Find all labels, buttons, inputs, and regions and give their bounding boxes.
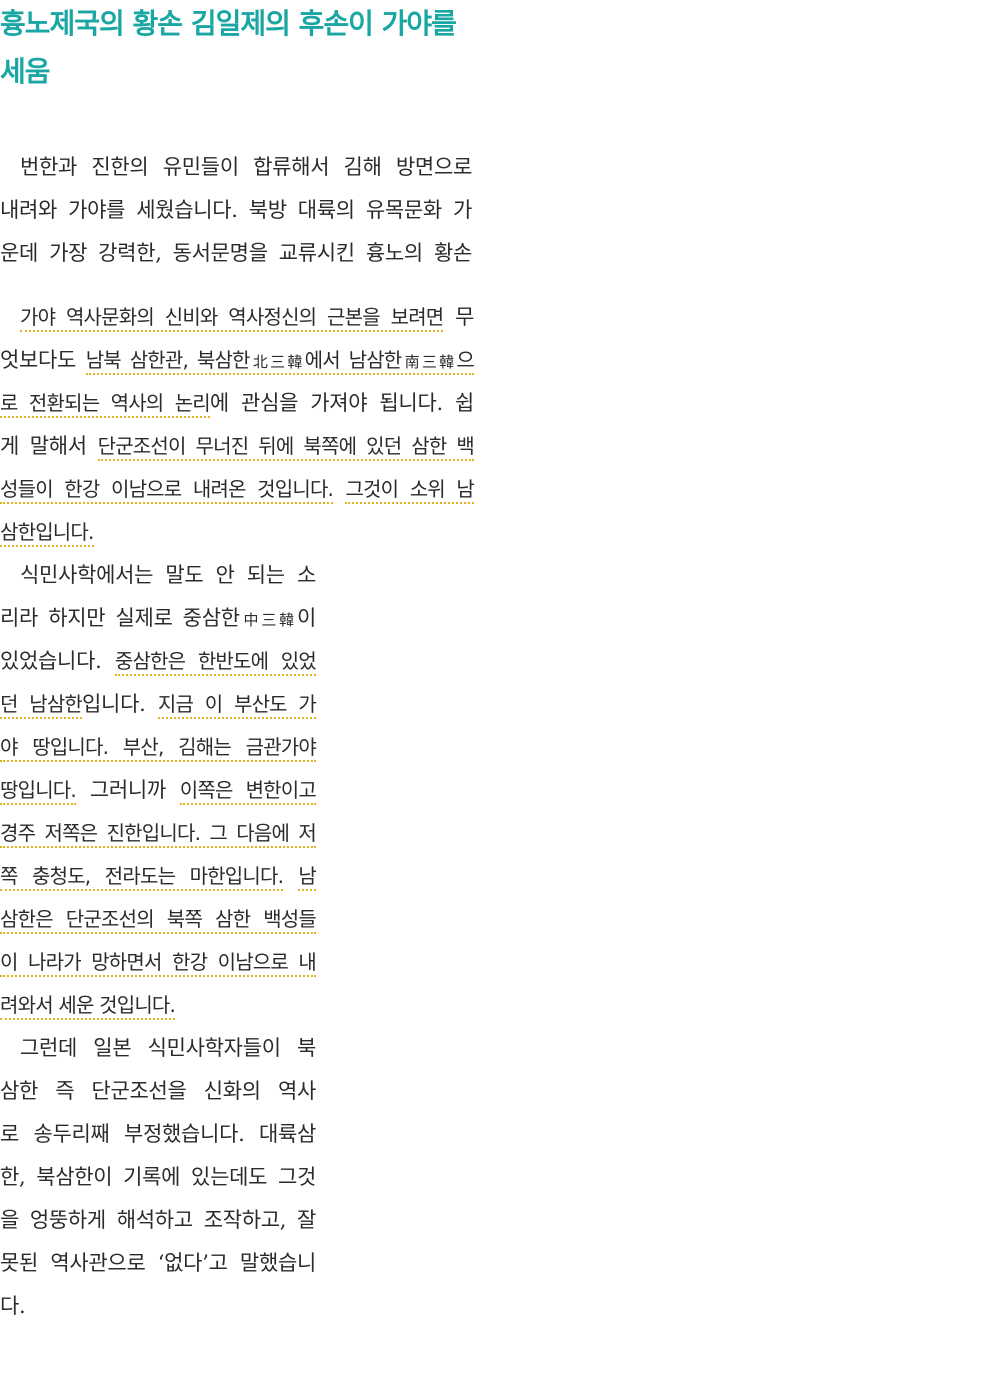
- text-line: 못된 역사관으로 ‘없다’고 말했습니: [0, 1251, 316, 1275]
- text-line: 이 나라가 망하면서 한강 이남으로 내: [0, 941, 317, 984]
- highlighted-text: 남: [298, 864, 317, 891]
- text-line: 엇보다도 남북 삼한관, 북삼한北三韓에서 남삼한南三韓으: [0, 339, 475, 382]
- text-line: 식민사학에서는 말도 안 되는 소: [20, 563, 316, 587]
- text-line: 삼한입니다.: [0, 511, 474, 554]
- left-paragraph-1: 가야 역사문화의 신비와 역사정신의 근본을 보려면 무 엇보다도 남북 삼한관…: [0, 296, 475, 554]
- right-column: 흉노제국의 황손 김일제의 후손이 가야를 세움 번한과 진한의 유민들이 합류…: [0, 0, 472, 275]
- text-line: 있었습니다. 중삼한은 한반도에 있었: [0, 640, 317, 683]
- text-line: 게 말해서 단군조선이 무너진 뒤에 북쪽에 있던 삼한 백: [0, 425, 475, 468]
- highlighted-text: 그것이 소위 남: [345, 477, 475, 504]
- text-line: 쪽 충청도, 전라도는 마한입니다. 남: [0, 855, 317, 898]
- right-paragraph: 번한과 진한의 유민들이 합류해서 김해 방면으로 내려와 가야를 세웠습니다.…: [0, 146, 472, 275]
- plain-text: [283, 864, 298, 888]
- highlighted-text: 야 땅입니다. 부산, 김해는 금관가야: [0, 735, 317, 762]
- section-heading: 흉노제국의 황손 김일제의 후손이 가야를 세움: [0, 0, 472, 96]
- highlighted-text: 경주 저쪽은 진한입니다. 그 다음에 저: [0, 821, 317, 848]
- heading-line: 세움: [0, 55, 51, 88]
- text-line: 성들이 한강 이남으로 내려온 것입니다. 그것이 소위 남: [0, 468, 475, 511]
- text-line: 경주 저쪽은 진한입니다. 그 다음에 저: [0, 812, 317, 855]
- highlighted-text: 가야 역사문화의 신비와 역사정신의 근본을 보려면: [20, 305, 444, 332]
- text-line: 그런데 일본 식민사학자들이 북: [20, 1036, 316, 1060]
- hanja-text: 南三韓: [401, 353, 457, 371]
- highlighted-text-part: 남북 삼한관, 북삼한: [85, 348, 251, 372]
- highlighted-text: 려와서 세운 것입니다.: [0, 993, 176, 1020]
- plain-text: 무: [443, 305, 474, 329]
- text-line: 내려와 가야를 세웠습니다. 북방 대륙의 유목문화 가: [0, 198, 472, 222]
- highlighted-text: 중삼한은 한반도에 있었: [114, 649, 317, 676]
- text-line: 로 송두리째 부정했습니다. 대륙삼: [0, 1122, 316, 1146]
- text-line: 운데 가장 강력한, 동서문명을 교류시킨 흉노의 황손: [0, 241, 472, 265]
- plain-text: 이: [296, 606, 316, 630]
- text-line: 야 땅입니다. 부산, 김해는 금관가야: [0, 726, 317, 769]
- highlighted-text: 삼한은 단군조선의 북쪽 삼한 백성들: [0, 907, 317, 934]
- highlighted-text: 땅입니다.: [0, 778, 77, 805]
- text-line: 땅입니다. 그러니까 이쪽은 변한이고: [0, 769, 317, 812]
- highlighted-text: 성들이 한강 이남으로 내려온 것입니다.: [0, 477, 334, 504]
- highlighted-text: 지금 이 부산도 가: [157, 692, 317, 719]
- plain-text: 그러니까: [75, 778, 180, 802]
- plain-text: 에 관심을 가져야 됩니다. 쉽: [209, 391, 474, 415]
- plain-text: 리라 하지만 실제로 중삼한: [0, 606, 240, 630]
- highlighted-text: 던 남삼한: [0, 692, 83, 719]
- text-line: 번한과 진한의 유민들이 합류해서 김해 방면으로: [20, 155, 472, 179]
- text-line: 삼한은 단군조선의 북쪽 삼한 백성들: [0, 898, 317, 941]
- highlighted-text: 이쪽은 변한이고: [179, 778, 317, 805]
- left-paragraph-2: 식민사학에서는 말도 안 되는 소 리라 하지만 실제로 중삼한中三韓이 있었습…: [0, 554, 317, 1328]
- highlighted-text: 이 나라가 망하면서 한강 이남으로 내: [0, 950, 317, 977]
- text-line: 다.: [0, 1294, 26, 1318]
- text-line: 던 남삼한입니다. 지금 이 부산도 가: [0, 683, 317, 726]
- highlighted-text-part: 으: [456, 348, 474, 372]
- hanja-text: 中三韓: [239, 611, 298, 629]
- highlighted-text: 삼한입니다.: [0, 520, 94, 547]
- text-line: 려와서 세운 것입니다.: [0, 984, 316, 1027]
- highlighted-text: 단군조선이 무너진 뒤에 북쪽에 있던 삼한 백: [97, 434, 475, 461]
- heading-line: 흉노제국의 황손 김일제의 후손이 가야를: [0, 7, 457, 40]
- plain-text: [333, 477, 345, 501]
- plain-text: 엇보다도: [0, 348, 86, 372]
- text-line: 삼한 즉 단군조선을 신화의 역사: [0, 1079, 316, 1103]
- text-line: 을 엉뚱하게 해석하고 조작하고, 잘: [0, 1208, 316, 1232]
- highlighted-text: 남북 삼한관, 북삼한北三韓에서 남삼한南三韓으: [85, 348, 475, 375]
- highlighted-text: 로 전환되는 역사의 논리: [0, 391, 211, 418]
- plain-text: 게 말해서: [0, 434, 98, 458]
- highlighted-text-part: 에서 남삼한: [304, 348, 403, 372]
- highlighted-text: 쪽 충청도, 전라도는 마한입니다.: [0, 864, 284, 891]
- text-line: 로 전환되는 역사의 논리에 관심을 가져야 됩니다. 쉽: [0, 382, 474, 425]
- hanja-text: 北三韓: [249, 353, 306, 371]
- text-line: 한, 북삼한이 기록에 있는데도 그것: [0, 1165, 316, 1189]
- plain-text: 입니다.: [82, 692, 158, 716]
- plain-text: 있었습니다.: [0, 649, 115, 673]
- text-line: 리라 하지만 실제로 중삼한中三韓이: [0, 597, 316, 640]
- text-line: 가야 역사문화의 신비와 역사정신의 근본을 보려면 무: [0, 296, 474, 339]
